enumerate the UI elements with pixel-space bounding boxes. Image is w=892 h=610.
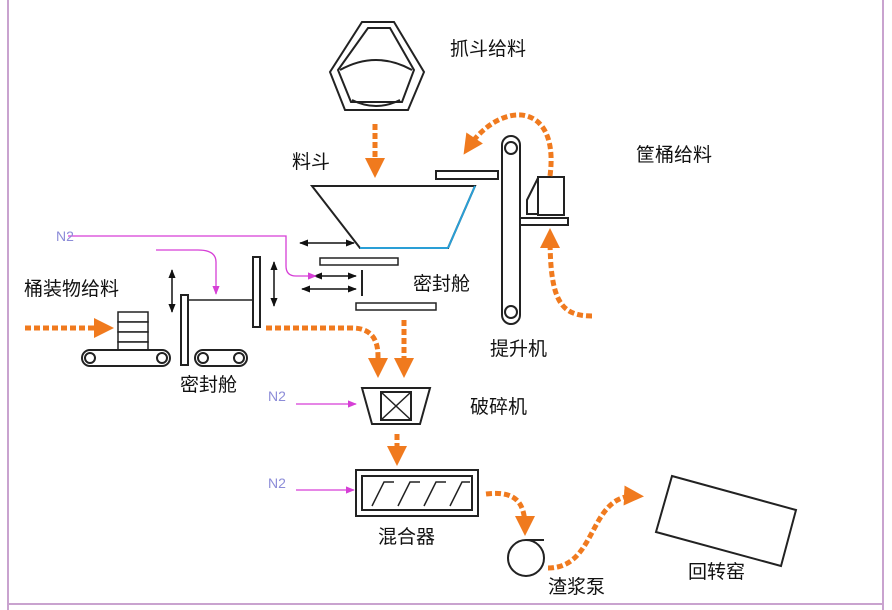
grab-feed-label: 抓斗给料 xyxy=(450,38,527,60)
slurry-pump-label: 渣浆泵 xyxy=(548,576,606,598)
mixer-label: 混合器 xyxy=(378,526,436,548)
bucket-feed-label: 筐桶给料 xyxy=(636,144,713,166)
crusher-label: 破碎机 xyxy=(470,396,528,418)
flow-elevator-return xyxy=(463,112,554,177)
crusher xyxy=(360,387,432,425)
drum-stack xyxy=(117,311,149,353)
drum-feed-label: 桶装物给料 xyxy=(24,278,120,300)
n2-branch-left xyxy=(156,249,220,295)
n2-label-crusher: N2 xyxy=(268,388,286,404)
upper-seal-gate-arrows xyxy=(299,239,357,293)
hopper xyxy=(309,185,477,249)
mixer xyxy=(355,469,479,517)
n2-line-top xyxy=(68,235,317,280)
hopper-label: 料斗 xyxy=(292,151,331,173)
lower-seal-chamber xyxy=(180,256,261,366)
n2-label-top: N2 xyxy=(56,228,74,244)
flow-mixer-to-pump xyxy=(485,490,535,536)
flow-elevator-up xyxy=(540,228,593,319)
lower-seal-gate-arrows xyxy=(168,261,278,313)
flow-pump-to-kiln xyxy=(547,485,644,571)
bucket-elevator xyxy=(435,135,521,325)
drum-conveyor xyxy=(81,349,248,367)
upper-seal-chamber xyxy=(319,257,437,311)
lower-seal-chamber-label: 密封舱 xyxy=(180,374,238,396)
material-flow xyxy=(25,112,644,571)
nitrogen-lines xyxy=(68,235,357,494)
slurry-pump xyxy=(507,539,545,577)
bucket-basket xyxy=(519,176,569,226)
grab-bucket xyxy=(328,21,426,111)
upper-seal-chamber-label: 密封舱 xyxy=(413,273,471,295)
rotary-kiln xyxy=(654,474,798,568)
n2-label-mixer: N2 xyxy=(268,475,286,491)
flow-drum-to-crusher xyxy=(266,325,388,378)
elevator-label: 提升机 xyxy=(490,338,548,360)
rotary-kiln-label: 回转窑 xyxy=(688,561,746,583)
